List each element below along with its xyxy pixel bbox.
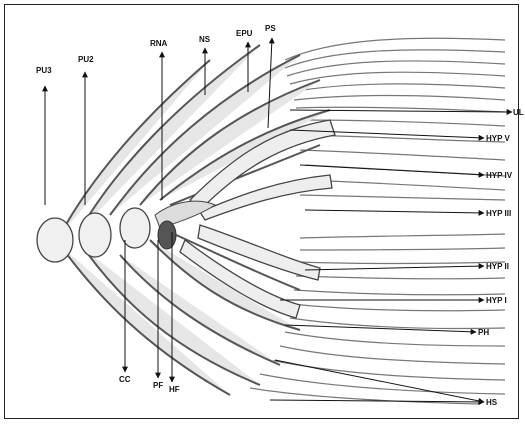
label-ph: PH: [478, 328, 489, 337]
label-hyp5: HYP V: [486, 134, 511, 143]
label-hyp4: HYP IV: [486, 171, 513, 180]
vertebrae: [37, 208, 150, 262]
caudal-skeleton-illustration: [37, 38, 505, 404]
label-cc: CC: [119, 375, 131, 384]
label-ns: NS: [199, 35, 211, 44]
label-pf: PF: [153, 381, 163, 390]
label-ps: PS: [265, 24, 276, 33]
labels: PU3 PU2 RNA NS EPU PS UL HYP V HYP IV HY…: [36, 24, 524, 407]
label-hs: HS: [486, 398, 498, 407]
label-epu: EPU: [236, 29, 253, 38]
label-hyp1: HYP I: [486, 296, 507, 305]
label-hf: HF: [169, 385, 180, 394]
label-pu2: PU2: [78, 55, 94, 64]
hypural-foramen-shade: [158, 221, 176, 249]
label-hyp2: HYP II: [486, 262, 509, 271]
label-rna: RNA: [150, 39, 168, 48]
label-hyp3: HYP III: [486, 209, 511, 218]
label-pu3: PU3: [36, 66, 52, 75]
label-arrows: [45, 38, 512, 402]
upper-fin-rays: [285, 38, 505, 200]
label-ul: UL: [513, 108, 524, 117]
